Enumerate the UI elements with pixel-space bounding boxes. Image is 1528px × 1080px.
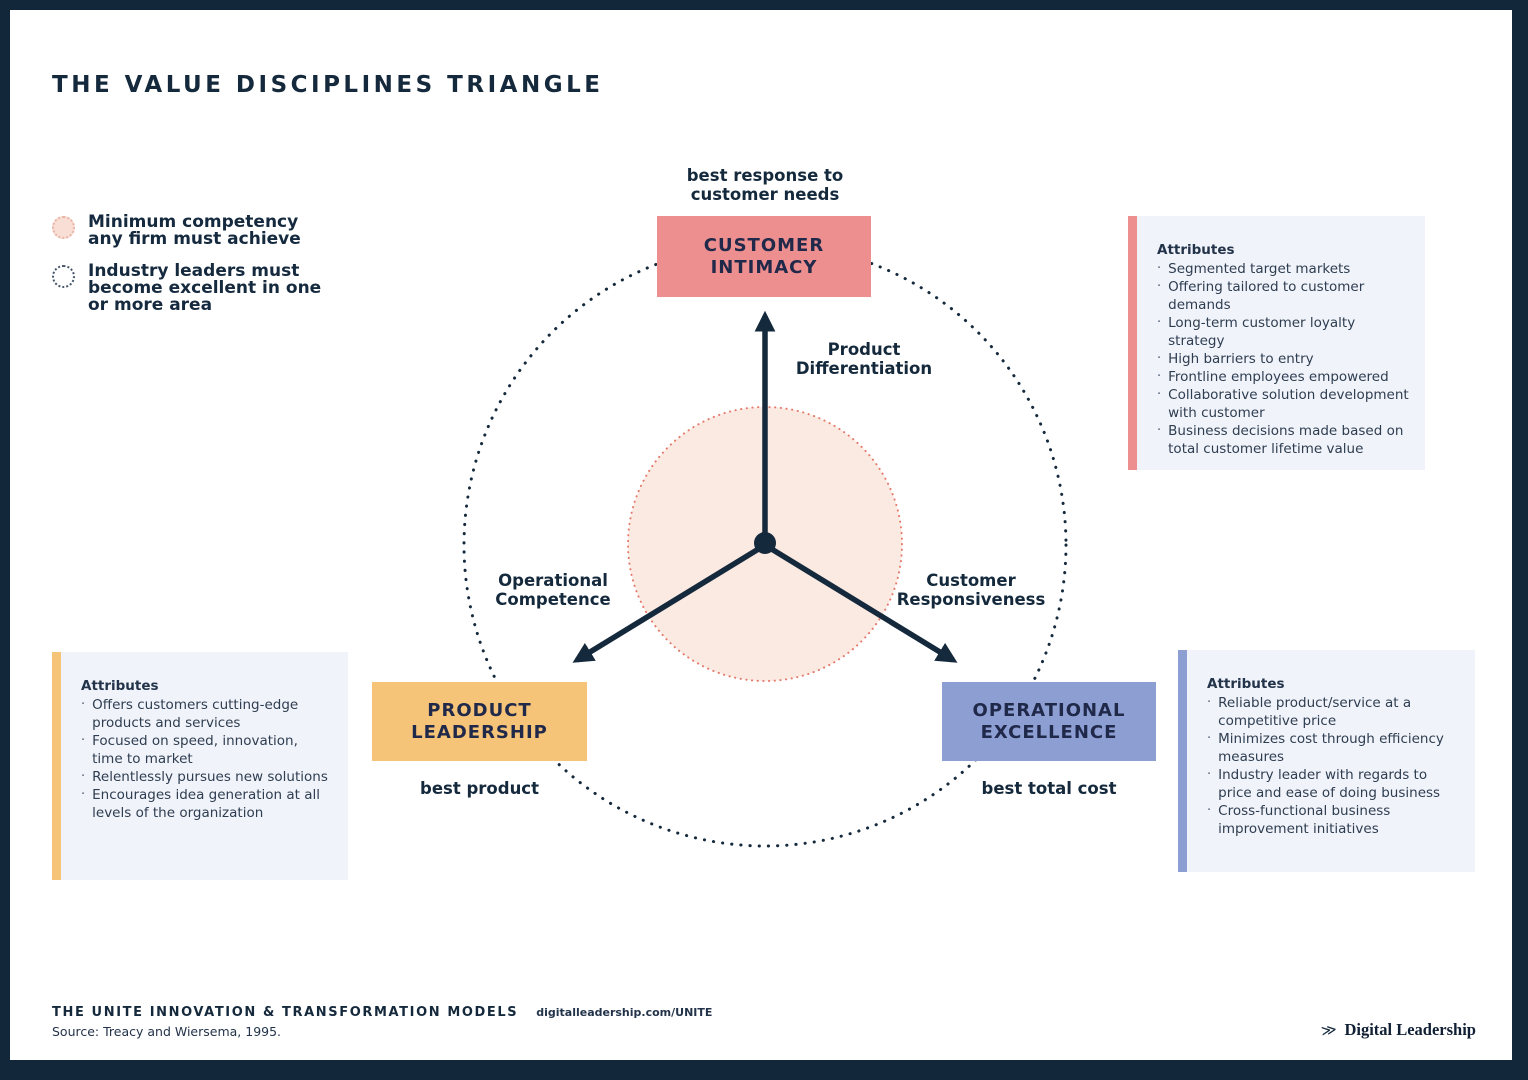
product-leadership-box: PRODUCT LEADERSHIP <box>372 682 587 761</box>
accent-bar-blue <box>1178 650 1187 872</box>
footer-source: Source: Treacy and Wiersema, 1995. <box>52 1024 282 1039</box>
page-title: THE VALUE DISCIPLINES TRIANGLE <box>52 72 604 98</box>
filled-dotted-circle-icon <box>52 216 75 239</box>
caption-best-product: best product <box>420 779 539 798</box>
attribute-item: Business decisions made based on total c… <box>1157 422 1409 458</box>
axis-label-product-differentiation: Product Differentiation <box>795 340 933 378</box>
attribute-item: Minimizes cost through efficiency measur… <box>1207 730 1459 766</box>
caption-best-response: best response to customer needs <box>686 166 844 204</box>
attribute-item: Reliable product/service at a competitiv… <box>1207 694 1459 730</box>
operational-excellence-box: OPERATIONAL EXCELLENCE <box>942 682 1156 761</box>
attribute-item: Relentlessly pursues new solutions <box>81 768 332 786</box>
center-dot <box>754 532 776 554</box>
legend-item-industry-leaders: Industry leaders must become excellent i… <box>52 263 321 314</box>
customer-intimacy-box: CUSTOMER INTIMACY <box>657 216 871 297</box>
attribute-item: Focused on speed, innovation, time to ma… <box>81 732 332 768</box>
panel-heading: Attributes <box>1207 676 1285 692</box>
accent-bar-pink <box>1128 216 1137 470</box>
brand-logo: ≫ Digital Leadership <box>1319 1019 1476 1041</box>
attribute-item: Encourages idea generation at all levels… <box>81 786 332 822</box>
attribute-list: Segmented target marketsOffering tailore… <box>1157 260 1409 458</box>
attributes-panel-product-leadership: Attributes Offers customers cutting-edge… <box>52 652 348 880</box>
attribute-item: High barriers to entry <box>1157 350 1409 368</box>
axis-label-operational-competence: Operational Competence <box>495 571 611 609</box>
attributes-panel-customer-intimacy: Attributes Segmented target marketsOffer… <box>1128 216 1425 470</box>
panel-heading: Attributes <box>1157 242 1235 258</box>
footer-url: digitalleadership.com/UNITE <box>536 1006 713 1019</box>
attribute-item: Segmented target markets <box>1157 260 1409 278</box>
attribute-item: Offering tailored to customer demands <box>1157 278 1409 314</box>
brand-name: Digital Leadership <box>1344 1020 1476 1039</box>
triangle-diagram <box>462 242 1068 848</box>
legend-item-minimum-competency: Minimum competency any firm must achieve <box>52 214 321 248</box>
double-chevron-icon: ≫ <box>1319 1019 1338 1041</box>
axis-label-customer-responsiveness: Customer Responsiveness <box>896 571 1046 609</box>
accent-bar-orange <box>52 652 61 880</box>
attribute-item: Industry leader with regards to price an… <box>1207 766 1459 802</box>
arrow-to-product-leadership <box>572 542 767 663</box>
series-title: THE UNITE INNOVATION & TRANSFORMATION MO… <box>52 1005 519 1020</box>
attribute-list: Offers customers cutting-edge products a… <box>81 696 332 822</box>
attribute-item: Frontline employees empowered <box>1157 368 1409 386</box>
legend: Minimum competency any firm must achieve… <box>52 214 321 329</box>
outline-dotted-circle-icon <box>52 265 75 288</box>
footer: THE UNITE INNOVATION & TRANSFORMATION MO… <box>52 1005 712 1039</box>
attribute-item: Long-term customer loyalty strategy <box>1157 314 1409 350</box>
attribute-item: Offers customers cutting-edge products a… <box>81 696 332 732</box>
legend-label: Industry leaders must become excellent i… <box>88 261 322 315</box>
arrow-to-operational-excellence <box>763 542 958 663</box>
attribute-list: Reliable product/service at a competitiv… <box>1207 694 1459 838</box>
attribute-item: Cross-functional business improvement in… <box>1207 802 1459 838</box>
legend-label: Minimum competency any firm must achieve <box>88 212 301 249</box>
attribute-item: Collaborative solution development with … <box>1157 386 1409 422</box>
panel-heading: Attributes <box>81 678 159 694</box>
caption-best-total-cost: best total cost <box>981 779 1117 798</box>
attributes-panel-operational-excellence: Attributes Reliable product/service at a… <box>1178 650 1475 872</box>
